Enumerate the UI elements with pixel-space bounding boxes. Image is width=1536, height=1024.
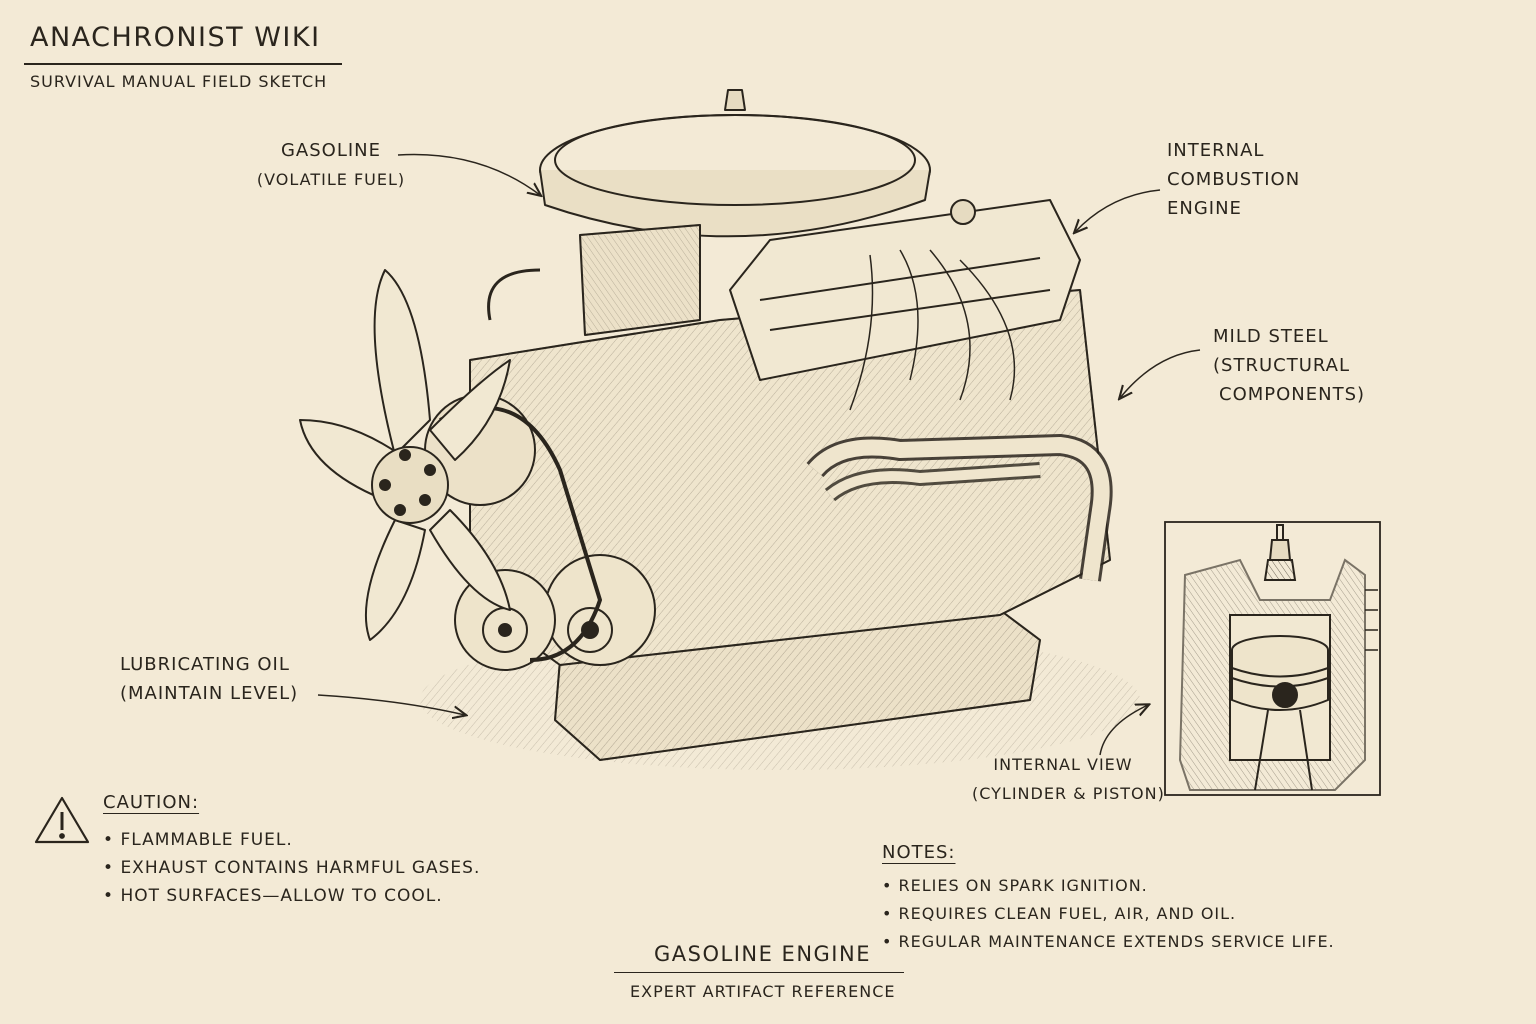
caution-list: FLAMMABLE FUEL. EXHAUST CONTAINS HARMFUL… xyxy=(103,826,480,910)
label-oil-line1: LUBRICATING OIL xyxy=(120,654,290,675)
label-engine-line3: ENGINE xyxy=(1167,198,1242,219)
footer-title: GASOLINE ENGINE xyxy=(654,942,871,966)
notes-list: RELIES ON SPARK IGNITION. REQUIRES CLEAN… xyxy=(882,872,1335,956)
caution-heading: CAUTION: xyxy=(103,792,200,813)
label-gasoline-line1: GASOLINE xyxy=(280,140,382,161)
label-oil-line2: (MAINTAIN LEVEL) xyxy=(120,683,299,704)
label-gasoline: GASOLINE (VOLATILE FUEL) xyxy=(256,136,406,194)
footer-subtitle: EXPERT ARTIFACT REFERENCE xyxy=(630,982,896,1001)
label-engine-line2: COMBUSTION xyxy=(1167,169,1301,190)
label-engine: INTERNAL COMBUSTION ENGINE xyxy=(1167,136,1300,223)
arrow-gasoline xyxy=(397,153,540,196)
label-lubricating-oil: LUBRICATING OIL (MAINTAIN LEVEL) xyxy=(120,650,298,708)
label-engine-line1: INTERNAL xyxy=(1167,140,1265,161)
engine-drawing xyxy=(299,89,1113,761)
arrow-engine xyxy=(1075,189,1161,232)
notes-heading: NOTES: xyxy=(882,842,956,863)
caution-item: FLAMMABLE FUEL. xyxy=(103,826,480,854)
page-title: ANACHRONIST WIKI xyxy=(30,22,321,53)
arrow-steel xyxy=(1120,349,1201,398)
label-internal-view: INTERNAL VIEW (CYLINDER & PISTON) xyxy=(972,750,1165,808)
caution-item: EXHAUST CONTAINS HARMFUL GASES. xyxy=(103,854,480,882)
arrow-oil xyxy=(317,694,465,715)
page-subtitle: SURVIVAL MANUAL FIELD SKETCH xyxy=(30,72,328,91)
caution-item: HOT SURFACES—ALLOW TO COOL. xyxy=(103,882,480,910)
notes-item: REGULAR MAINTENANCE EXTENDS SERVICE LIFE… xyxy=(882,928,1335,956)
notes-item: REQUIRES CLEAN FUEL, AIR, AND OIL. xyxy=(882,900,1335,928)
label-internal-view-line1: INTERNAL VIEW xyxy=(993,755,1133,774)
label-steel-line1: MILD STEEL xyxy=(1213,326,1329,347)
label-mild-steel: MILD STEEL (STRUCTURAL COMPONENTS) xyxy=(1213,322,1365,409)
warning-triangle-icon xyxy=(34,796,90,844)
cylinder-inset xyxy=(1164,521,1381,796)
valve-cover-shape xyxy=(729,199,1081,381)
label-gasoline-line2: (VOLATILE FUEL) xyxy=(256,170,406,189)
leader-lines xyxy=(317,153,1201,756)
label-internal-view-line2: (CYLINDER & PISTON) xyxy=(972,784,1165,803)
title-divider xyxy=(24,63,342,65)
label-steel-line2: (STRUCTURAL xyxy=(1213,355,1350,376)
arrow-internal-view xyxy=(1099,705,1148,756)
notes-item: RELIES ON SPARK IGNITION. xyxy=(882,872,1335,900)
footer-divider xyxy=(614,972,904,973)
label-steel-line3: COMPONENTS) xyxy=(1219,384,1366,405)
